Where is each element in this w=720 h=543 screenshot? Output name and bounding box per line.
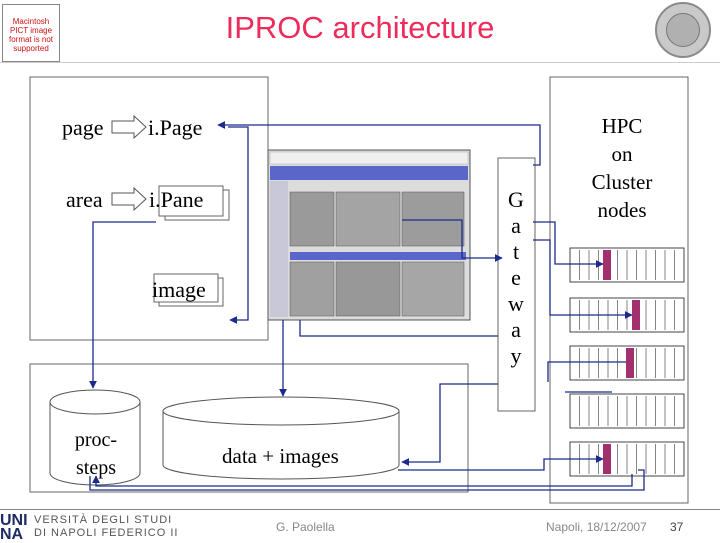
hpc-panel [549,76,689,504]
footer-place-date: Napoli, 18/12/2007 [546,520,647,534]
screenshot-midbar [290,252,466,260]
page-label: page [62,115,104,140]
hpc-line: HPC [601,114,643,138]
gateway-to-node-1 [533,221,604,268]
university-logo-text: VERSITÀ DEGLI STUDI DI NAPOLI FEDERICO I… [34,514,178,540]
gateway-letter: y [510,343,522,368]
gateway-letter: G [508,187,524,212]
gateway-letter: t [512,239,520,264]
data-images-label: data + images [222,444,339,468]
procsteps-line: proc- [74,429,118,451]
university-logo: UNI NA [0,512,28,543]
gateway-to-node-2 [533,239,633,319]
hpc-line: nodes [597,198,647,222]
gateway-letter: a [511,317,521,342]
screenshot-cell-1 [289,191,335,247]
procsteps-cylinder [49,402,141,486]
node-3-to-gateway [547,361,626,382]
gateway-panel [497,157,536,412]
gateway-letter: a [511,213,521,238]
ipane-stack-mid [158,185,224,217]
active-node-bars [603,250,640,474]
ipane-to-procsteps-arrow [89,221,156,389]
hpc-label: HPC on Cluster nodes [570,112,674,224]
screenshot-to-gateway-arrow-2 [299,320,498,337]
area-label: area [66,187,103,212]
ipage-to-screenshot-arrow [228,126,249,324]
procsteps-line: steps [76,457,116,479]
slide-title: IPROC architecture [225,10,495,45]
missing-image-notice: Macintosh PICT image format is not suppo… [2,4,60,62]
gateway-letter: e [511,265,521,290]
logo-mark-bottom: NA [0,526,24,543]
procsteps-label: proc- steps [52,426,140,482]
slide-frame [0,62,720,510]
active-node-bar [626,348,634,378]
gateway-to-ipage-arrow [217,121,541,166]
gateway-to-data-arrow [401,383,498,466]
hpc-line: Cluster [591,170,653,194]
active-node-bar [603,444,611,474]
logo-text-top: VERSITÀ DEGLI STUDI [34,514,173,526]
page-to-ipage-arrow [111,114,147,140]
data-images-cylinder [162,411,400,480]
slide-number: 37 [670,520,684,534]
active-node-bar [603,250,611,280]
ipage-label: i.Page [148,115,203,140]
screenshot-to-gateway-arrow-1 [402,219,503,262]
gateway-label: G a t e w a y [503,187,529,369]
screenshot-cell-2 [335,191,401,247]
bottom-loop-line [89,469,645,491]
data-to-node-5 [398,455,604,471]
node-5-to-procsteps [92,474,633,487]
active-node-bar [632,300,640,330]
screenshot-side-panel [270,181,288,317]
procsteps-cylinder-top [49,389,141,415]
ipane-label: i.Pane [149,187,204,212]
missing-image-text: Macintosh PICT image format is not suppo… [8,17,53,53]
gateway-letter: w [508,291,524,316]
seal-inner-icon [666,13,700,47]
logo-mark-top: UNI [0,512,28,529]
screenshot-toolbar [269,151,469,165]
screenshot-cell-3 [401,191,465,247]
area-to-ipane-arrow [111,186,147,212]
screenshot-cell-6 [401,261,465,317]
screenshot-header-bar [270,166,468,180]
footer-author: G. Paolella [276,520,335,534]
logo-text-bottom: DI NAPOLI FEDERICO II [34,527,179,539]
screenshot-cell-5 [335,261,401,317]
image-stack-mid [153,273,219,303]
data-images-cylinder-top [162,396,400,426]
image-label: image [152,277,206,302]
screenshot-cell-4 [289,261,335,317]
hpc-line: on [611,142,633,166]
